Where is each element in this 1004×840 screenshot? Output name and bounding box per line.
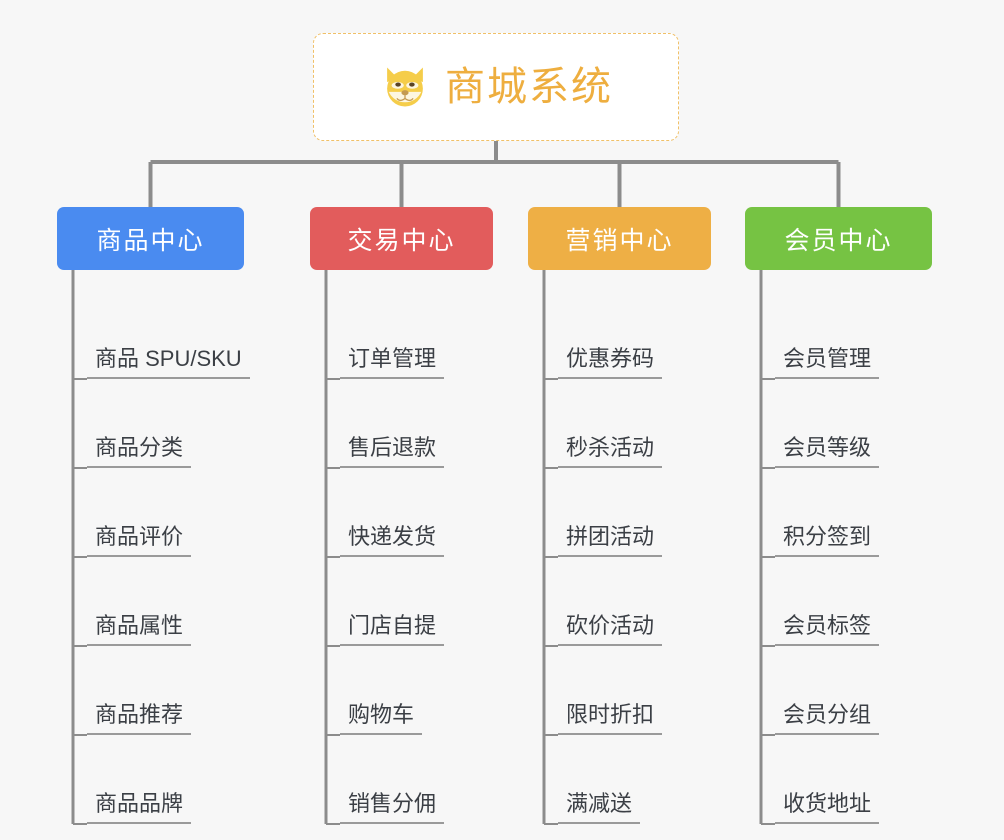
category-column-4: 会员中心会员管理会员等级积分签到会员标签会员分组收货地址: [745, 207, 932, 824]
leaf-item[interactable]: 会员管理: [745, 290, 932, 379]
leaf-item[interactable]: 商品品牌: [57, 735, 244, 824]
leaf-item[interactable]: 商品评价: [57, 468, 244, 557]
category-column-3: 营销中心优惠券码秒杀活动拼团活动砍价活动限时折扣满减送: [528, 207, 711, 824]
leaf-item[interactable]: 砍价活动: [528, 557, 711, 646]
leaf-item-label: 商品属性: [87, 613, 192, 646]
leaf-item-label: 购物车: [340, 702, 423, 735]
category-label: 营销中心: [565, 226, 674, 255]
leaf-item-label: 会员管理: [775, 346, 880, 379]
leaf-item-label: 砍价活动: [558, 613, 663, 646]
leaf-item[interactable]: 售后退款: [310, 379, 493, 468]
leaf-item-label: 会员分组: [775, 702, 880, 735]
leaf-item-label: 商品品牌: [87, 791, 192, 824]
leaf-item[interactable]: 拼团活动: [528, 468, 711, 557]
leaf-item[interactable]: 收货地址: [745, 735, 932, 824]
leaf-item[interactable]: 商品 SPU/SKU: [57, 290, 250, 379]
category-label: 商品中心: [96, 226, 205, 255]
category-box-3[interactable]: 营销中心: [528, 207, 711, 270]
category-label: 交易中心: [347, 226, 456, 255]
leaf-item-label: 会员标签: [775, 613, 880, 646]
leaf-item-label: 门店自提: [340, 613, 445, 646]
leaf-item-label: 拼团活动: [558, 524, 663, 557]
category-box-1[interactable]: 商品中心: [57, 207, 244, 270]
leaf-item-label: 积分签到: [775, 524, 880, 557]
shiba-dog-icon: [387, 67, 423, 107]
leaf-item-label: 秒杀活动: [558, 435, 663, 468]
leaf-item[interactable]: 限时折扣: [528, 646, 711, 735]
leaf-item[interactable]: 门店自提: [310, 557, 493, 646]
leaf-list: 订单管理售后退款快递发货门店自提购物车销售分佣: [310, 290, 493, 824]
leaf-item[interactable]: 满减送: [528, 735, 711, 824]
category-column-2: 交易中心订单管理售后退款快递发货门店自提购物车销售分佣: [310, 207, 493, 824]
leaf-item-label: 售后退款: [340, 435, 445, 468]
category-label: 会员中心: [784, 226, 893, 255]
leaf-item[interactable]: 积分签到: [745, 468, 932, 557]
leaf-item[interactable]: 会员等级: [745, 379, 932, 468]
leaf-item[interactable]: 商品推荐: [57, 646, 244, 735]
leaf-item[interactable]: 商品分类: [57, 379, 244, 468]
leaf-item[interactable]: 商品属性: [57, 557, 244, 646]
leaf-item[interactable]: 购物车: [310, 646, 493, 735]
leaf-item-label: 优惠券码: [558, 346, 663, 379]
leaf-item-label: 满减送: [558, 791, 641, 824]
leaf-item[interactable]: 会员标签: [745, 557, 932, 646]
root-title: 商城系统: [445, 65, 613, 109]
category-box-4[interactable]: 会员中心: [745, 207, 932, 270]
leaf-list: 优惠券码秒杀活动拼团活动砍价活动限时折扣满减送: [528, 290, 711, 824]
leaf-item-label: 商品评价: [87, 524, 192, 557]
leaf-item-label: 订单管理: [340, 346, 445, 379]
leaf-item-label: 商品分类: [87, 435, 192, 468]
leaf-item[interactable]: 快递发货: [310, 468, 493, 557]
leaf-item[interactable]: 秒杀活动: [528, 379, 711, 468]
leaf-item-label: 商品 SPU/SKU: [87, 346, 250, 379]
leaf-list: 商品 SPU/SKU 商品分类商品评价商品属性商品推荐商品品牌: [57, 290, 250, 824]
leaf-item-label: 销售分佣: [340, 791, 445, 824]
root-node-shopping-mall-system[interactable]: 商城系统: [313, 33, 679, 141]
leaf-item-label: 商品推荐: [87, 702, 192, 735]
leaf-item-label: 快递发货: [340, 524, 445, 557]
leaf-item-label: 限时折扣: [558, 702, 663, 735]
leaf-item[interactable]: 优惠券码: [528, 290, 711, 379]
leaf-item-label: 收货地址: [775, 791, 880, 824]
leaf-item[interactable]: 销售分佣: [310, 735, 493, 824]
leaf-list: 会员管理会员等级积分签到会员标签会员分组收货地址: [745, 290, 932, 824]
leaf-item[interactable]: 会员分组: [745, 646, 932, 735]
category-box-2[interactable]: 交易中心: [310, 207, 493, 270]
leaf-item[interactable]: 订单管理: [310, 290, 493, 379]
category-column-1: 商品中心商品 SPU/SKU 商品分类商品评价商品属性商品推荐商品品牌: [57, 207, 250, 824]
leaf-item-label: 会员等级: [775, 435, 880, 468]
